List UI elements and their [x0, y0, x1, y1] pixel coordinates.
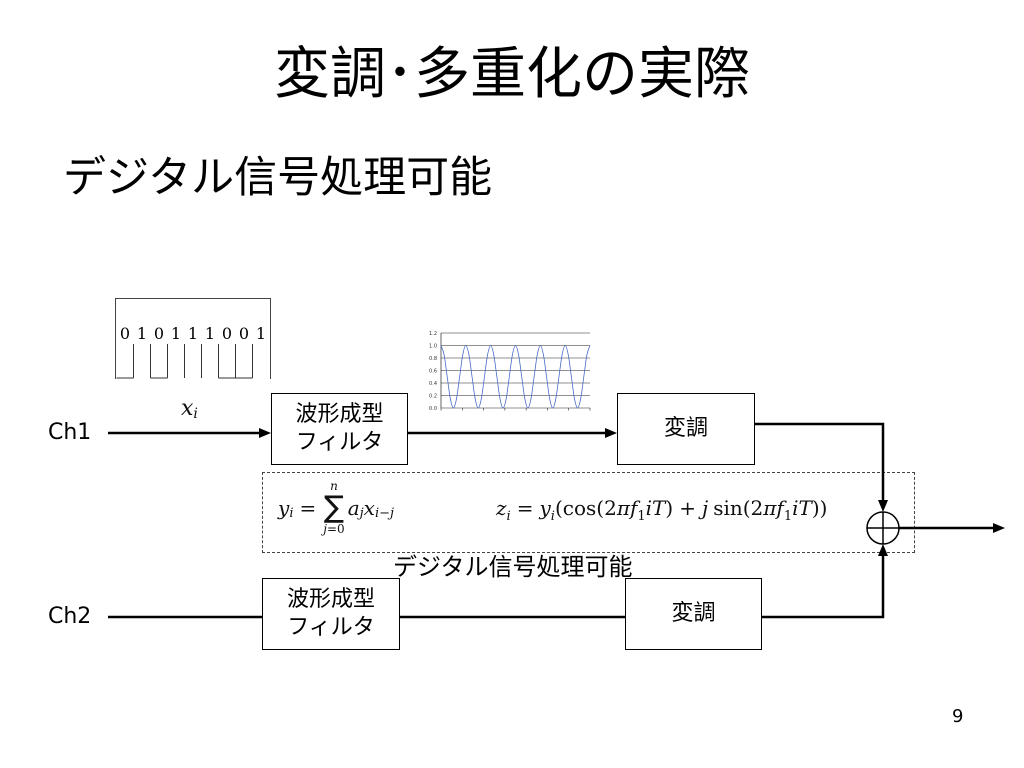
- bit-sequence-plot: 0 1 0 1 1 1 0 0 1: [115, 298, 271, 379]
- equation-subscript: i: [550, 509, 555, 524]
- circle-plus-icon: [866, 511, 900, 545]
- waveform-grid: [441, 332, 590, 409]
- filter-label-line: 波形成型: [286, 587, 375, 612]
- equation-bracket: ): [665, 496, 674, 520]
- equation-subscript: i: [289, 505, 294, 521]
- equation-subscript: 1: [783, 509, 793, 524]
- channel-1-label: Ch1: [48, 420, 92, 445]
- channel-2-label: Ch2: [48, 604, 92, 629]
- bit-digit: 0: [222, 324, 232, 343]
- equation-operator: +: [679, 496, 696, 520]
- filter1-output-arrowhead: [605, 428, 617, 438]
- modulator2-adder-arrowhead: [878, 544, 888, 556]
- equation-subscript: i−j: [374, 505, 395, 521]
- equation-function: (cos(2: [554, 496, 617, 520]
- summation: n ∑ j=0: [323, 480, 344, 536]
- modulator2-to-adder-wire: [762, 556, 885, 619]
- equation-symbol: y: [278, 496, 290, 520]
- channel-2-modulator: 変調: [625, 578, 762, 650]
- waveform-y-tick-label: 0.2: [429, 393, 437, 399]
- filter-label-line: フィルタ: [295, 430, 384, 455]
- equation-subscript: j: [359, 505, 364, 521]
- equation-operator: =: [299, 496, 317, 520]
- waveform-y-tick-label: 0.8: [429, 356, 437, 362]
- waveform-y-tick-label: 0.6: [429, 368, 437, 374]
- modulator1-adder-arrowhead: [878, 500, 888, 512]
- equation-function: sin(2: [713, 496, 764, 520]
- bit-box-border: [115, 298, 271, 379]
- equation-bracket: )): [811, 496, 828, 520]
- equation-symbol: z: [496, 496, 507, 520]
- bullet-text: デジタル信号処理可能: [63, 153, 493, 203]
- dsp-region: [262, 472, 915, 553]
- waveform-plot: 0.0 0.2 0.4 0.6 0.8 1.0 1.2: [429, 331, 591, 412]
- bit-digit: 1: [256, 324, 266, 343]
- dsp-region-caption: デジタル信号処理可能: [393, 553, 633, 581]
- equation-subscript: i: [506, 509, 511, 524]
- bit-digit: 0: [239, 324, 249, 343]
- modulator1-to-adder-wire: [755, 422, 885, 500]
- bit-digits: 0 1 0 1 1 1 0 0 1: [120, 324, 266, 343]
- bit-digit: 1: [137, 324, 147, 343]
- equation-symbol: y: [539, 496, 551, 520]
- modulator-label: 変調: [671, 601, 716, 626]
- page-number: 9: [952, 706, 964, 727]
- equation-symbol: iT: [645, 496, 666, 520]
- bit-digit: 1: [205, 324, 215, 343]
- bit-pulse-train: [116, 344, 253, 379]
- ch1-input-arrowhead: [259, 428, 271, 438]
- bit-digit: 0: [154, 324, 164, 343]
- channel-1-pulse-shaping-filter: 波形成型 フィルタ: [271, 393, 408, 465]
- equation-symbol: a: [347, 496, 360, 520]
- filter-equation: y i = n ∑ j=0 a j x i−j: [278, 480, 394, 536]
- summation-sign: ∑: [323, 490, 345, 525]
- waveform-y-axis-labels: 0.0 0.2 0.4 0.6 0.8 1.0 1.2: [429, 331, 437, 412]
- bit-digit: 1: [171, 324, 181, 343]
- slide-title: 変調･多重化の実際: [274, 42, 750, 107]
- equation-symbol: π: [763, 496, 777, 520]
- equation-symbol: j: [701, 496, 709, 520]
- modulator-label: 変調: [663, 416, 708, 441]
- summation-lower-limit: j=0: [323, 523, 344, 536]
- output-arrowhead: [993, 523, 1005, 533]
- filter-label-line: フィルタ: [287, 615, 375, 640]
- bit-digit: 0: [120, 324, 130, 343]
- channel-2-pulse-shaping-filter: 波形成型 フィルタ: [262, 578, 400, 650]
- waveform-series: [440, 345, 591, 409]
- input-symbol-subscript: i: [193, 406, 198, 422]
- equation-subscript: 1: [637, 509, 646, 524]
- summation-index: j: [323, 522, 327, 536]
- filter-label-line: 波形成型: [295, 402, 384, 427]
- summation-upper-limit: n: [330, 479, 338, 493]
- equation-symbol: π: [616, 496, 630, 520]
- modulation-equation: z i = y i (cos(2 π f 1 iT ) + j sin(2 π …: [496, 494, 828, 524]
- waveform-y-tick-label: 0.0: [429, 406, 437, 412]
- equation-operator: =: [516, 496, 534, 520]
- waveform-y-tick-label: 1.2: [429, 331, 437, 337]
- channel-1-modulator: 変調: [617, 393, 755, 465]
- bit-digit: 1: [188, 324, 198, 343]
- equation-symbol: iT: [792, 496, 812, 520]
- equation-symbol: f: [629, 496, 638, 520]
- waveform-y-tick-label: 1.0: [429, 343, 437, 349]
- summation-start: =0: [326, 522, 345, 536]
- input-symbol: x i: [181, 396, 198, 422]
- equation-symbol: f: [776, 496, 784, 520]
- equation-symbol: x: [363, 496, 375, 520]
- waveform-line: [440, 345, 591, 409]
- waveform-y-tick-label: 0.4: [429, 381, 437, 387]
- input-symbol-base: x: [181, 396, 194, 421]
